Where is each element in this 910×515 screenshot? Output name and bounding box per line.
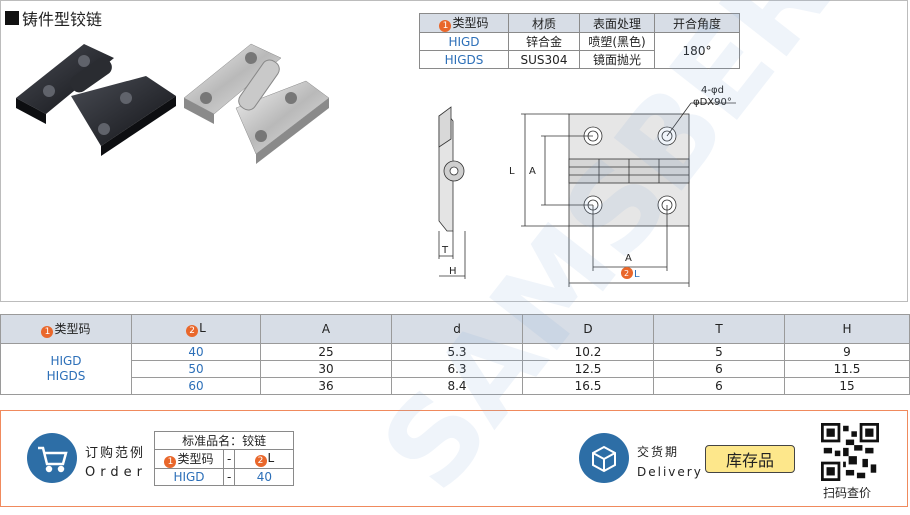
dim-header-H: H xyxy=(784,314,910,344)
dim-header-T: T xyxy=(653,314,785,344)
spec-surface-cell: 喷塑(黑色) xyxy=(579,32,655,51)
dim-label-A-vertical: A xyxy=(529,166,536,177)
spec-material-cell: SUS304 xyxy=(508,50,580,69)
dim-header-A: A xyxy=(260,314,392,344)
badge-1-icon: 1 xyxy=(439,20,452,32)
cart-icon xyxy=(27,433,77,483)
spec-code-cell: HIGDS xyxy=(419,50,509,69)
spec-header-surface: 表面处理 xyxy=(579,13,655,33)
qr-label: 扫码查价 xyxy=(823,486,872,500)
countersink-callout: φDX90° xyxy=(693,97,732,108)
order-std-name: 标准品名：铰链 xyxy=(153,431,295,450)
spec-header-angle: 开合角度 xyxy=(654,13,740,33)
technical-drawing: T H L A A 2 xyxy=(438,85,736,287)
badge-2-icon: 2 xyxy=(624,269,629,278)
order-dash: - xyxy=(222,449,236,469)
stock-badge[interactable]: 库存品 xyxy=(705,445,795,473)
table-row: HIGD 锌合金 喷塑(黑色) 180° xyxy=(419,32,740,69)
spec-material-cell: 锌合金 xyxy=(508,32,580,51)
black-hinge-image xyxy=(16,44,176,156)
spec-surface-cell: 镜面抛光 xyxy=(579,50,655,69)
dim-header-d: d xyxy=(391,314,523,344)
delivery-heading: 交货期 Delivery xyxy=(637,445,703,479)
page-title-text: 铸件型铰链 xyxy=(22,10,103,29)
title-square-icon xyxy=(5,11,19,25)
holes-callout: 4-φd xyxy=(701,85,724,96)
order-example-L: 40 xyxy=(234,468,295,486)
order-example-code: HIGD xyxy=(154,468,224,486)
order-heading: 订购范例 Order xyxy=(85,446,147,480)
dim-label-L-vertical: L xyxy=(509,166,515,177)
order-dash: - xyxy=(222,468,236,486)
badge-2-icon: 2 xyxy=(186,325,199,337)
badge-1-icon: 1 xyxy=(41,326,54,338)
product-photo xyxy=(16,43,330,164)
dim-label-H: H xyxy=(449,266,457,277)
dim-label-T: T xyxy=(441,245,449,256)
spec-header-material: 材质 xyxy=(508,13,580,33)
qr-code-icon[interactable] xyxy=(821,423,879,481)
side-view: T H xyxy=(438,106,466,279)
dim-label-L-horizontal: L xyxy=(634,269,640,280)
delivery-box-icon xyxy=(579,433,629,483)
spec-code-cell: HIGD xyxy=(419,32,509,51)
badge-2-icon: 2 xyxy=(254,455,267,467)
badge-1-icon: 1 xyxy=(164,456,177,468)
silver-hinge-image xyxy=(183,43,330,164)
dim-label-A-horizontal: A xyxy=(625,253,632,264)
table-row: HIGDS SUS304 镜面抛光 xyxy=(419,50,740,69)
front-view: L A A 2 L 4-φd φDX90° xyxy=(509,85,736,287)
spec-angle-cell: 180° xyxy=(654,32,740,69)
dim-header-D: D xyxy=(522,314,654,344)
page-title: 铸件型铰链 xyxy=(5,6,102,30)
